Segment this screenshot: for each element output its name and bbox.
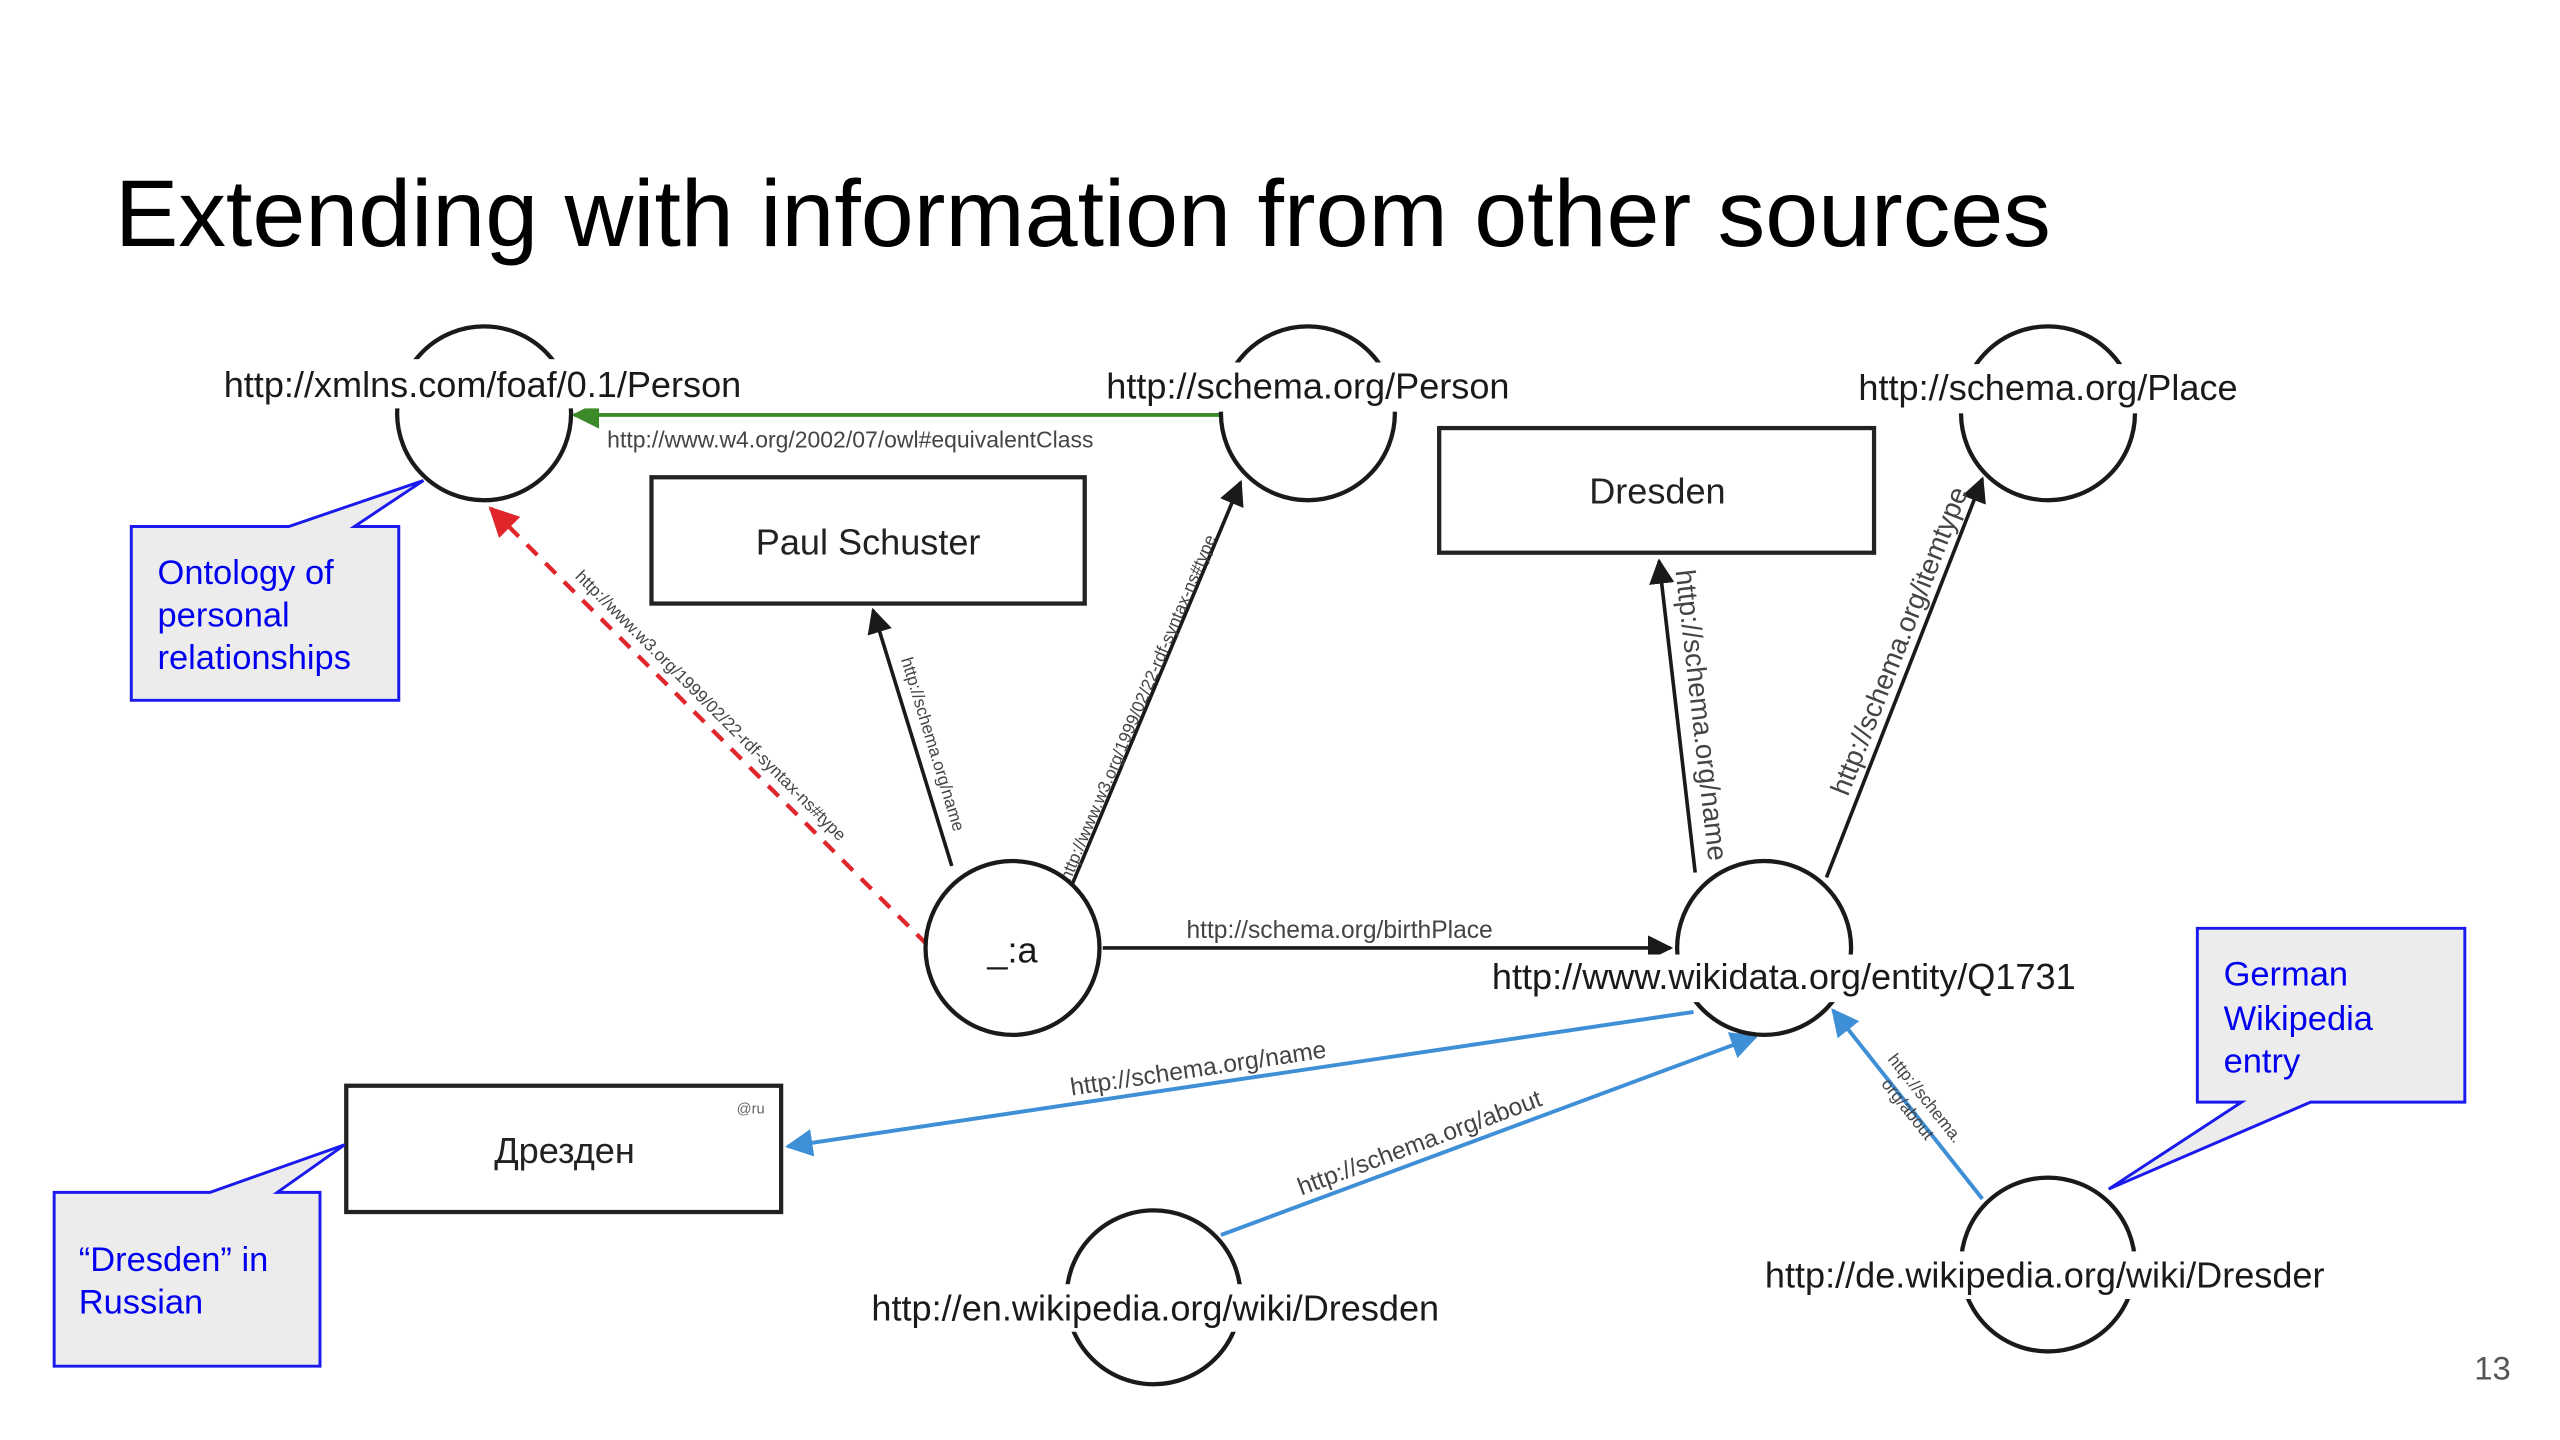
edge-label-birth-place: http://schema.org/birthPlace (1186, 917, 1492, 944)
node-en-wikipedia[interactable]: http://en.wikipedia.org/wiki/Dresden (843, 1208, 1468, 1387)
node-blank-a[interactable]: _:a (923, 858, 1102, 1038)
node-circle (1674, 858, 1854, 1038)
edges (488, 401, 1986, 1237)
literal-paul-schuster[interactable]: Paul Schuster (649, 475, 1087, 606)
callout-line: German (2224, 956, 2348, 994)
node-wikidata-q1731[interactable]: http://www.wikidata.org/entity/Q1731 (1463, 858, 2104, 1038)
node-schema-place[interactable]: http://schema.org/Place (1837, 324, 2259, 503)
callout-german: German Wikipedia entry (2107, 926, 2467, 1191)
node-circle (1958, 324, 2138, 503)
edge-wikidata-name (1649, 558, 1697, 873)
literal-label: Дрезден (494, 1130, 635, 1171)
node-label: _:a (986, 930, 1038, 971)
node-schema-person[interactable]: http://schema.org/Person (1084, 324, 1532, 503)
edge-a-name (867, 607, 954, 867)
edge-label-wikidata-name: http://schema.org/name (1670, 568, 1734, 862)
label-backdrop (1084, 362, 1532, 412)
edge-en-about (1220, 1032, 1759, 1237)
literal-box (649, 475, 1087, 606)
node-label: http://de.wikipedia.org/wiki/Dresder (1765, 1254, 2325, 1295)
label-backdrop (1463, 954, 2104, 1003)
literal-label: Dresden (1589, 471, 1725, 512)
slide-title: Extending with information from other so… (115, 161, 2051, 267)
edge-label-en-about: http://schema.org/about (1294, 1085, 1546, 1201)
edge-label-wikidata-name-ru: http://schema.org/name (1068, 1037, 1328, 1102)
label-backdrop (843, 1284, 1468, 1332)
callout-line: personal (158, 597, 290, 635)
node-label: http://schema.org/Person (1106, 366, 1509, 407)
callout-shape (2107, 926, 2467, 1191)
node-circle (923, 858, 1102, 1038)
label-backdrop (196, 359, 768, 409)
node-label: http://xmlns.com/foaf/0.1/Person (224, 364, 742, 405)
callout-line: Russian (79, 1284, 203, 1322)
lang-tag: @ru (737, 1102, 765, 1118)
literal-label: Paul Schuster (756, 521, 981, 562)
literal-box (1437, 425, 1877, 555)
page-number: 13 (2474, 1349, 2510, 1386)
node-de-wikipedia[interactable]: http://de.wikipedia.org/wiki/Dresder (1736, 1175, 2350, 1354)
callout-shape (129, 479, 425, 702)
edge-wikidata-itemtype (1824, 476, 1986, 879)
node-foaf-person[interactable]: http://xmlns.com/foaf/0.1/Person (196, 324, 768, 503)
literal-dresden-ru[interactable]: Дрезден @ru (344, 1083, 784, 1215)
label-backdrop (1736, 1251, 2350, 1299)
edge-label-inferred-type: http://www.w3.org/1999/02/22-rdf-syntax-… (572, 566, 851, 845)
node-circle (394, 324, 574, 503)
edge-de-about (1831, 1008, 1984, 1201)
callout-line: Ontology of (158, 554, 335, 592)
literal-dresden[interactable]: Dresden (1437, 425, 1877, 555)
edge-a-type (1069, 479, 1244, 887)
node-label: http://schema.org/Place (1858, 367, 2237, 408)
edge-label-equivalent-class: http://www.w4.org/2002/07/owl#equivalent… (607, 427, 1093, 453)
node-circle (1218, 324, 1398, 503)
callout-shape (52, 1143, 346, 1368)
callout-line: “Dresden” in (79, 1241, 269, 1279)
callout-line: Wikipedia (2224, 1000, 2374, 1038)
literal-box (344, 1083, 784, 1215)
label-backdrop (1837, 364, 2259, 414)
callout-line: relationships (158, 639, 351, 677)
node-label: http://www.wikidata.org/entity/Q1731 (1492, 956, 2076, 997)
callout-line: entry (2224, 1043, 2301, 1081)
callout-russian: “Dresden” in Russian (52, 1143, 346, 1368)
edge-wikidata-name-ru (784, 1009, 1694, 1157)
callout-ontology: Ontology of personal relationships (129, 479, 425, 702)
node-label: http://en.wikipedia.org/wiki/Dresden (871, 1287, 1439, 1328)
